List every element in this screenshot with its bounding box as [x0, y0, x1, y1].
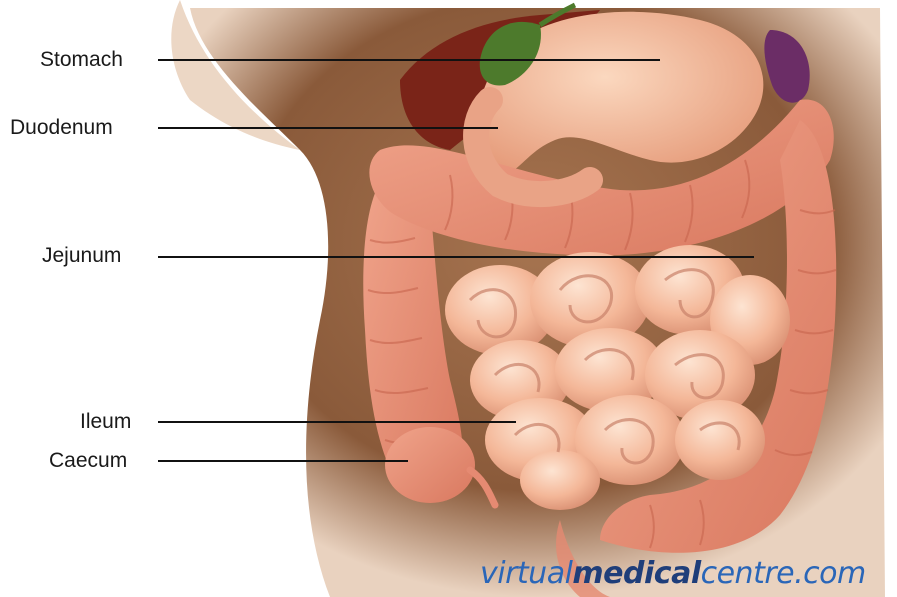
- leader-line-jejunum: [158, 256, 754, 258]
- label-jejunum: Jejunum: [42, 244, 121, 268]
- caecum: [385, 427, 475, 503]
- leader-line-stomach: [158, 59, 660, 61]
- label-ileum: Ileum: [80, 410, 131, 434]
- leader-line-caecum: [158, 460, 408, 462]
- watermark-part-virtual: virtual: [480, 556, 572, 591]
- leader-line-ileum: [158, 421, 516, 423]
- site-watermark-logo: virtualmedicalcentre.com: [480, 556, 866, 591]
- label-duodenum: Duodenum: [10, 116, 113, 140]
- label-stomach: Stomach: [40, 48, 123, 72]
- leader-line-duodenum: [158, 127, 498, 129]
- watermark-part-medical: medical: [572, 556, 700, 591]
- watermark-part-centre: centre.com: [701, 556, 866, 591]
- label-caecum: Caecum: [49, 449, 127, 473]
